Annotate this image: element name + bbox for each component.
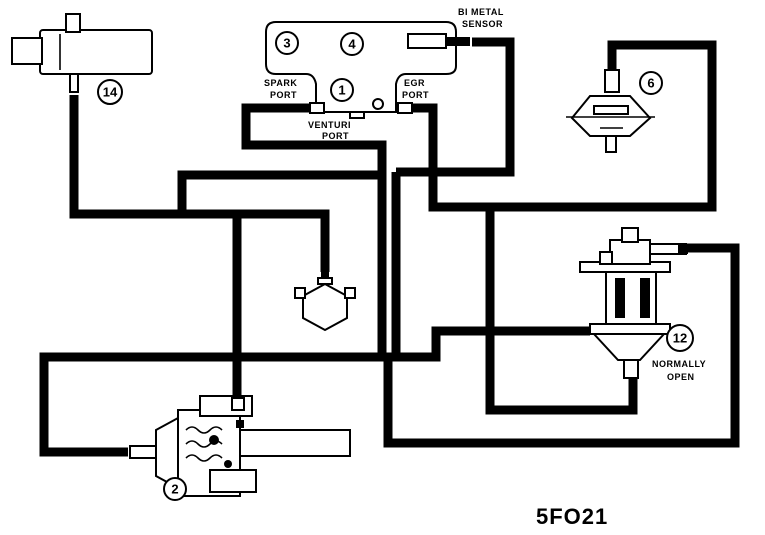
callout-4: 4: [340, 32, 364, 56]
hose-12-middle: [246, 326, 590, 362]
callout-12: 12: [666, 324, 694, 352]
distributor: [294, 270, 356, 332]
svg-text:12: 12: [673, 331, 687, 346]
carburetor-body: [265, 21, 470, 119]
label-spark-line1: SPARK: [264, 78, 297, 88]
hose-bimetal: [396, 37, 515, 177]
label-bimetal-line2: SENSOR: [462, 19, 503, 29]
hose-14-to-tee: [69, 95, 330, 272]
svg-text:3: 3: [283, 36, 290, 51]
svg-text:2: 2: [171, 482, 178, 497]
hose-egr-port: [410, 40, 717, 212]
label-venturi-line2: PORT: [322, 131, 349, 141]
component-2: [129, 395, 351, 497]
figure-id: 5FO21: [536, 504, 608, 529]
hose-tee-upper: [177, 170, 382, 214]
label-egr-line1: EGR: [404, 78, 425, 88]
label-egr-line2: PORT: [402, 90, 429, 100]
label-spark-line2: PORT: [270, 90, 297, 100]
label-bimetal-line1: BI METAL: [458, 7, 504, 17]
svg-text:14: 14: [103, 85, 118, 100]
component-6: [566, 69, 655, 153]
valve-12: [579, 227, 688, 379]
callout-1: 1: [330, 78, 354, 102]
label-normally-line2: OPEN: [667, 372, 695, 382]
svg-text:6: 6: [647, 76, 654, 91]
hose-spark-port: [241, 103, 387, 175]
component-14: [11, 13, 153, 93]
label-normally-line1: NORMALLY: [652, 359, 706, 369]
hose-egr-to-valve: [485, 207, 638, 415]
callout-14: 14: [97, 79, 123, 105]
callout-3: 3: [275, 31, 299, 55]
label-venturi-line1: VENTURI: [308, 120, 351, 130]
hose-12-side: [383, 243, 740, 448]
callout-2: 2: [163, 477, 187, 501]
hose-left-loop: [39, 352, 246, 457]
svg-text:1: 1: [338, 83, 345, 98]
callout-6: 6: [639, 71, 663, 95]
vacuum-hoses: [39, 37, 740, 457]
svg-text:4: 4: [348, 37, 356, 52]
